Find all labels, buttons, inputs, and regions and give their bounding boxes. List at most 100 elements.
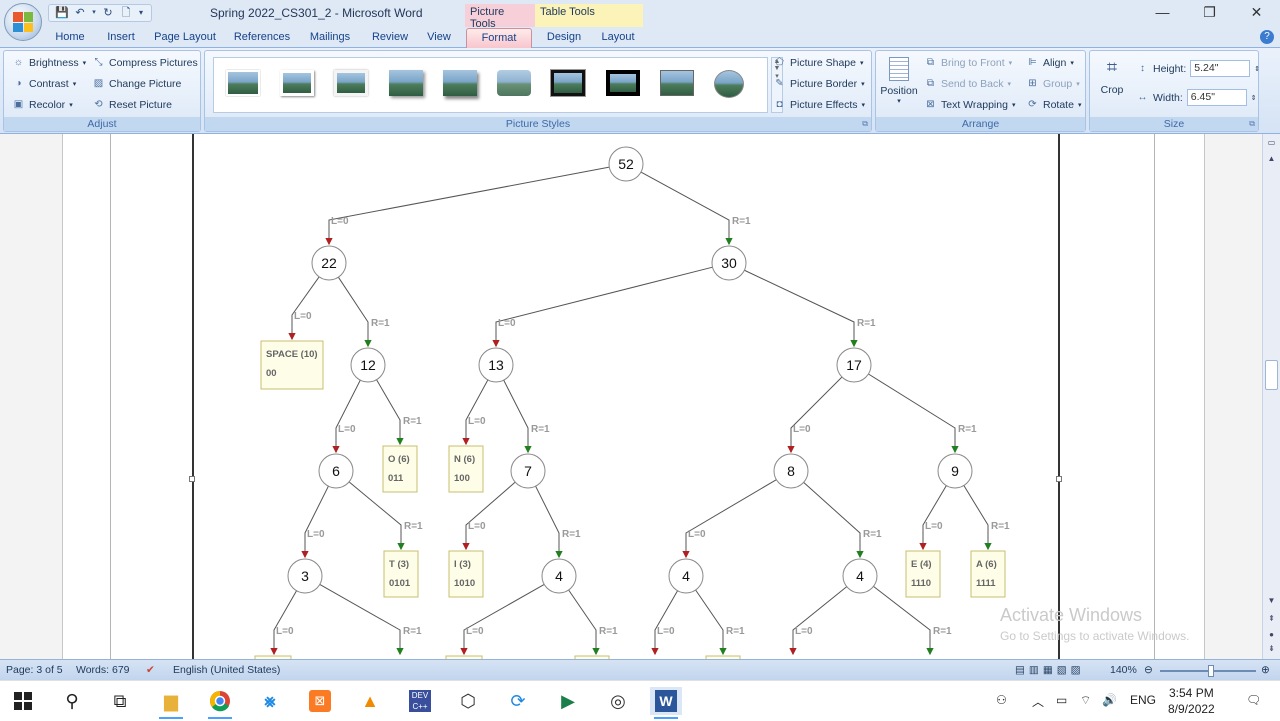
undo-dropdown-icon[interactable]: ▾ (92, 9, 96, 16)
tab-references[interactable]: References (233, 31, 291, 43)
send-to-back-button[interactable]: ⧉Send to Back▾ (924, 78, 1011, 90)
vlc-icon[interactable]: ▲ (361, 690, 379, 711)
style-thumb[interactable] (389, 70, 423, 96)
rotate-button[interactable]: ⟳Rotate▾ (1026, 99, 1081, 111)
group-button[interactable]: ⊞Group▾ (1026, 78, 1079, 90)
bring-to-front-button[interactable]: ⧉Bring to Front▾ (924, 57, 1012, 69)
input-language[interactable]: ENG (1130, 693, 1157, 707)
style-thumb[interactable] (714, 70, 744, 98)
next-page-button[interactable]: ⇟ (1268, 644, 1275, 653)
previous-page-button[interactable]: ⇞ (1268, 614, 1275, 623)
undo-icon[interactable]: ↶ (75, 7, 85, 19)
tab-mailings[interactable]: Mailings (309, 31, 351, 43)
zoom-slider-thumb[interactable] (1208, 665, 1214, 677)
picture-effects-button[interactable]: ◘Picture Effects▾ (773, 99, 865, 111)
tab-format[interactable]: Format (466, 28, 532, 48)
position-button[interactable]: Position ▾ (879, 55, 919, 113)
browse-object-button[interactable]: ● (1269, 630, 1274, 639)
width-input[interactable]: 6.45" (1186, 89, 1247, 106)
brightness-button[interactable]: ☼Brightness▾ (13, 57, 87, 69)
new-document-icon[interactable]: 🗋 (121, 7, 131, 19)
scroll-up-button[interactable]: ▲ (1267, 154, 1276, 163)
tab-review[interactable]: Review (371, 31, 409, 43)
align-button[interactable]: ⊫Align▾ (1026, 57, 1074, 69)
tab-home[interactable]: Home (55, 31, 85, 43)
obs-icon[interactable]: ◎ (610, 690, 626, 711)
tree-node-value: 4 (856, 568, 864, 584)
minimize-button[interactable]: — (1155, 4, 1170, 20)
word-count[interactable]: Words: 679 (76, 664, 130, 676)
help-icon[interactable]: ? (1260, 30, 1274, 44)
people-icon[interactable]: ⚇ (996, 693, 1007, 707)
customize-qat-icon[interactable]: ▾ (138, 8, 143, 17)
save-icon[interactable]: 💾 (55, 7, 69, 19)
crop-button[interactable]: ⌗ Crop (1094, 55, 1130, 105)
reset-picture-button[interactable]: ⟲Reset Picture (92, 99, 172, 111)
height-input[interactable]: 5.24" (1190, 60, 1251, 77)
volume-icon[interactable]: 🔊 (1102, 693, 1117, 707)
file-explorer-icon[interactable]: ▆ (155, 687, 187, 719)
search-icon[interactable]: ⚲ (65, 690, 79, 711)
proofing-icon[interactable]: ✔ (146, 664, 155, 676)
word-taskbar-icon[interactable]: W (650, 687, 682, 719)
style-thumb[interactable] (606, 70, 640, 96)
zoom-in-button[interactable]: ⊕ (1261, 664, 1270, 676)
tab-page-layout[interactable]: Page Layout (154, 31, 216, 43)
zoom-level[interactable]: 140% (1110, 664, 1137, 676)
media-app-icon[interactable]: ▶ (561, 690, 575, 711)
tab-insert[interactable]: Insert (107, 31, 135, 43)
picture-shape-button[interactable]: ⬠Picture Shape▾ (773, 57, 863, 69)
task-view-icon[interactable]: ⧉ (113, 690, 127, 711)
battery-icon[interactable]: ▭ (1056, 693, 1068, 707)
restore-button[interactable]: ❐ (1203, 4, 1216, 20)
close-button[interactable]: ✕ (1250, 4, 1263, 20)
image-handle[interactable] (189, 476, 195, 482)
wifi-icon[interactable]: ⌔ (1080, 693, 1092, 707)
language-indicator[interactable]: English (United States) (173, 664, 281, 676)
vertical-scrollbar[interactable]: ▭ ▲ ▼ ⇞ ● ⇟ (1262, 134, 1280, 659)
zoom-out-button[interactable]: ⊖ (1144, 664, 1153, 676)
picture-border-button[interactable]: ✎Picture Border▾ (773, 78, 864, 90)
style-thumb[interactable] (226, 70, 260, 96)
style-thumb[interactable] (334, 70, 368, 96)
virtualbox-icon[interactable]: ⬡ (460, 690, 476, 711)
xampp-icon[interactable]: ⊠ (304, 687, 336, 715)
style-thumb[interactable] (550, 69, 586, 97)
sync-app-icon[interactable]: ⟳ (510, 690, 526, 711)
tree-node-value: 52 (618, 156, 634, 172)
style-thumb[interactable] (660, 70, 694, 96)
view-buttons[interactable]: ▤▥▦▧▨ (1015, 664, 1085, 676)
recolor-button[interactable]: ▣Recolor▾ (13, 99, 73, 111)
contrast-button[interactable]: ◑Contrast▾ (12, 78, 76, 90)
compress-pictures-button[interactable]: ⤡Compress Pictures (92, 57, 198, 69)
scroll-down-button[interactable]: ▼ (1267, 596, 1276, 605)
notifications-icon[interactable]: 🗨 (1246, 693, 1262, 707)
start-button[interactable] (7, 687, 39, 715)
office-button[interactable] (4, 3, 42, 41)
redo-icon[interactable]: ↻ (103, 7, 113, 19)
tab-design[interactable]: Design (546, 31, 582, 43)
gallery-scroll[interactable]: ▲▼▾ (771, 57, 783, 113)
tab-view[interactable]: View (427, 31, 451, 43)
change-picture-button[interactable]: ▨Change Picture (93, 78, 182, 90)
image-handle[interactable] (1056, 476, 1062, 482)
scrollbar-thumb[interactable] (1265, 360, 1278, 390)
clock[interactable]: 3:54 PM 8/9/2022 (1168, 686, 1215, 716)
document-page[interactable] (62, 134, 1205, 659)
style-thumb[interactable] (280, 70, 314, 96)
show-hidden-icons[interactable]: ︿ (1032, 695, 1045, 709)
size-dialog-launcher-icon[interactable]: ⧉ (1249, 119, 1255, 128)
tab-layout[interactable]: Layout (601, 31, 635, 43)
zoom-slider[interactable] (1160, 665, 1256, 677)
style-thumb[interactable] (497, 70, 531, 96)
chrome-icon[interactable] (204, 687, 236, 719)
vscode-icon[interactable]: ⨳ (264, 690, 276, 711)
text-wrapping-button[interactable]: ⊠Text Wrapping▾ (924, 99, 1015, 111)
page-count[interactable]: Page: 3 of 5 (6, 664, 63, 676)
dialog-launcher-icon[interactable]: ⧉ (862, 119, 868, 128)
ruler-toggle-icon[interactable]: ▭ (1267, 138, 1276, 147)
style-thumb[interactable] (443, 70, 477, 96)
